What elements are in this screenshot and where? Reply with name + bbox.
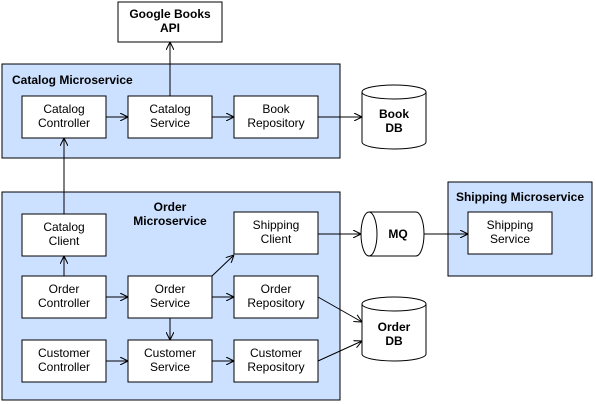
book-repository-box: Book Repository [233, 95, 319, 139]
shipping-client-label-line2: Client [261, 232, 292, 246]
catalog-controller-label-line1: Catalog [43, 102, 84, 116]
catalog-microservice: Catalog Microservice Catalog Controller … [1, 63, 341, 159]
shipping-microservice-title: Shipping Microservice [456, 190, 584, 204]
order-controller-box: Order Controller [21, 275, 107, 319]
mq-label: MQ [388, 227, 407, 241]
catalog-service-label-line2: Service [150, 116, 190, 130]
catalog-controller-box: Catalog Controller [21, 95, 107, 139]
catalog-client-box: Catalog Client [21, 213, 107, 257]
book-db-cylinder: Book DB [361, 84, 427, 150]
order-service-label-line1: Order [155, 282, 186, 296]
shipping-service-box: Shipping Service [467, 211, 553, 255]
shipping-microservice: Shipping Microservice Shipping Service [447, 181, 593, 277]
customer-controller-box: Customer Controller [21, 339, 107, 383]
order-db-label-line1: Order [378, 320, 411, 334]
arrow-order-service-to-shipping-client [211, 255, 234, 277]
order-repository-label-line2: Repository [247, 296, 304, 310]
order-db-label-line2: DB [385, 334, 403, 348]
order-microservice-title-line2: Microservice [133, 214, 207, 228]
arrow-customer-repository-to-order-db [317, 341, 362, 362]
order-controller-label-line1: Order [49, 282, 80, 296]
order-service-box: Order Service [127, 275, 213, 319]
customer-repository-label-line2: Repository [247, 360, 304, 374]
order-microservice: Order Microservice Catalog Client Shippi… [1, 191, 341, 401]
catalog-client-label-line1: Catalog [43, 220, 84, 234]
connectors [64, 42, 468, 361]
order-repository-box: Order Repository [233, 275, 319, 319]
customer-service-label-line1: Customer [144, 346, 196, 360]
catalog-client-label-line2: Client [49, 234, 80, 248]
order-repository-label-line1: Order [261, 282, 292, 296]
order-microservice-title-line1: Order [154, 200, 187, 214]
customer-repository-label-line1: Customer [250, 346, 302, 360]
book-db-label-line1: Book [379, 107, 409, 121]
book-repository-label-line1: Book [262, 102, 290, 116]
google-books-label-line2: API [160, 21, 180, 35]
order-service-label-line2: Service [150, 296, 190, 310]
google-books-api-box: Google Books API [117, 1, 223, 43]
shipping-client-label-line1: Shipping [253, 218, 300, 232]
customer-controller-label-line2: Controller [38, 360, 90, 374]
shipping-service-label-line2: Service [490, 232, 530, 246]
mq-queue-cylinder: MQ [360, 211, 425, 257]
catalog-service-box: Catalog Service [127, 95, 213, 139]
customer-service-label-line2: Service [150, 360, 190, 374]
customer-repository-box: Customer Repository [233, 339, 319, 383]
order-db-cylinder: Order DB [361, 296, 427, 362]
arrow-order-repository-to-order-db [317, 296, 362, 322]
google-books-label-line1: Google Books [129, 7, 211, 21]
catalog-service-label-line1: Catalog [149, 102, 190, 116]
catalog-controller-label-line2: Controller [38, 116, 90, 130]
book-db-label-line2: DB [385, 121, 403, 135]
customer-service-box: Customer Service [127, 339, 213, 383]
shipping-service-label-line1: Shipping [487, 218, 534, 232]
book-repository-label-line2: Repository [247, 116, 304, 130]
customer-controller-label-line1: Customer [38, 346, 90, 360]
catalog-microservice-title: Catalog Microservice [12, 73, 133, 87]
shipping-client-box: Shipping Client [233, 211, 319, 255]
order-controller-label-line2: Controller [38, 296, 90, 310]
